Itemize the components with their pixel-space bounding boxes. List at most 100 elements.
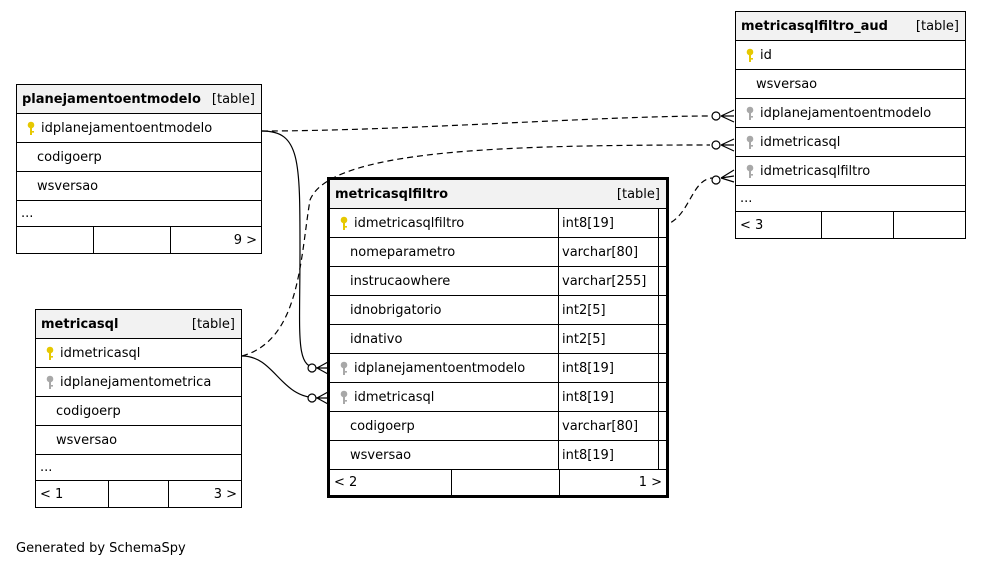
column-name: instrucaowhere — [350, 273, 451, 289]
column-name: idmetricasql — [760, 134, 841, 150]
fk-line-filtro-to-aud — [661, 177, 713, 227]
column-name: wsversao — [350, 447, 412, 463]
crowfoot-filtro-metricasql — [307, 391, 329, 405]
table-type: [table] — [191, 316, 235, 332]
column-type: int8[19] — [558, 354, 658, 382]
more-columns: ... — [736, 186, 965, 212]
column-name: idmetricasqlfiltro — [760, 163, 871, 179]
column-row[interactable]: idmetricasql — [36, 339, 241, 368]
column-row[interactable]: codigoerp — [17, 143, 261, 172]
column-name: codigoerp — [56, 403, 121, 419]
footer-cell-children-count[interactable]: 3 > — [213, 486, 237, 502]
column-row[interactable]: idplanejamentoentmodelo — [736, 99, 965, 128]
column-type: varchar[80] — [558, 238, 658, 266]
foreign-key-icon — [740, 135, 760, 150]
footer-cell — [94, 227, 171, 253]
footer-cell — [17, 227, 94, 253]
footer-cell-children-count[interactable]: 1 > — [638, 475, 662, 490]
table-type: [table] — [211, 91, 255, 107]
column-type: int2[5] — [558, 325, 658, 353]
table-type: [table] — [915, 18, 959, 34]
column-name: codigoerp — [350, 418, 415, 434]
column-row[interactable]: idmetricasqlfiltro — [736, 157, 965, 186]
column-row[interactable]: nomeparametro varchar[80] — [330, 238, 666, 267]
column-row[interactable]: codigoerp varchar[80] — [330, 412, 666, 441]
primary-key-icon — [740, 48, 760, 63]
fk-line-pem-to-filtro — [261, 130, 319, 369]
column-name: wsversao — [37, 178, 99, 194]
foreign-key-icon — [740, 164, 760, 179]
column-row[interactable]: idmetricasql int8[19] — [330, 383, 666, 412]
crowfoot-aud-metricasql — [711, 138, 735, 152]
table-name: metricasqlfiltro_aud — [741, 18, 888, 34]
column-name: codigoerp — [37, 149, 102, 165]
column-name: nomeparametro — [350, 244, 456, 260]
footer-cell — [822, 212, 894, 238]
column-name: idplanejamentometrica — [60, 374, 212, 390]
column-row[interactable]: idplanejamentoentmodelo — [17, 114, 261, 143]
more-columns: ... — [36, 455, 241, 481]
table-header: metricasqlfiltro [table] — [330, 180, 666, 209]
table-footer: < 3 — [736, 212, 965, 238]
footer-cell — [109, 481, 169, 507]
footer-cell — [894, 212, 965, 238]
table-type: [table] — [616, 186, 660, 202]
column-row[interactable]: wsversao int8[19] — [330, 441, 666, 470]
column-name: idmetricasql — [354, 389, 435, 405]
footer-cell-parents-count[interactable]: < 3 — [736, 212, 822, 238]
column-name: id — [760, 47, 772, 63]
primary-key-icon — [40, 346, 60, 361]
footer-cell-children-count[interactable]: 9 > — [233, 232, 257, 248]
column-name: wsversao — [756, 76, 818, 92]
column-type: varchar[255] — [558, 267, 658, 295]
column-type: int8[19] — [558, 383, 658, 411]
foreign-key-icon — [740, 106, 760, 121]
table-header: planejamentoentmodelo [table] — [17, 85, 261, 114]
column-name: wsversao — [56, 432, 118, 448]
column-row[interactable]: id — [736, 41, 965, 70]
table-planejamentoentmodelo[interactable]: planejamentoentmodelo [table] idplanejam… — [16, 84, 262, 254]
column-name: idplanejamentoentmodelo — [760, 105, 932, 121]
column-name: idmetricasqlfiltro — [354, 215, 465, 231]
column-type: varchar[80] — [558, 412, 658, 440]
table-footer: < 1 3 > — [36, 481, 241, 507]
column-type: int8[19] — [558, 441, 658, 469]
table-header: metricasql [table] — [36, 310, 241, 339]
primary-key-icon — [334, 216, 354, 231]
column-row[interactable]: idplanejamentometrica — [36, 368, 241, 397]
more-columns: ... — [17, 201, 261, 227]
column-row[interactable]: wsversao — [17, 172, 261, 201]
footer-cell-parents-count[interactable]: < 2 — [330, 470, 452, 495]
column-type: int2[5] — [558, 296, 658, 324]
column-row[interactable]: wsversao — [736, 70, 965, 99]
crowfoot-filtro-pem — [307, 361, 329, 375]
table-metricasql[interactable]: metricasql [table] idmetricasql idplaneja… — [35, 309, 242, 508]
column-name: idmetricasql — [60, 345, 141, 361]
foreign-key-icon — [334, 361, 354, 376]
table-name: planejamentoentmodelo — [22, 91, 201, 107]
table-footer: < 2 1 > — [330, 470, 666, 495]
primary-key-icon — [21, 121, 41, 136]
column-row[interactable]: idmetricasql — [736, 128, 965, 157]
table-header: metricasqlfiltro_aud [table] — [736, 12, 965, 41]
footer-cell — [452, 470, 560, 495]
table-name: metricasqlfiltro — [335, 186, 449, 202]
column-row[interactable]: codigoerp — [36, 397, 241, 426]
column-row[interactable]: instrucaowhere varchar[255] — [330, 267, 666, 296]
column-row[interactable]: idmetricasqlfiltro int8[19] — [330, 209, 666, 238]
table-metricasqlfiltro[interactable]: metricasqlfiltro [table] idmetricasqlfil… — [327, 177, 669, 498]
footer-cell-parents-count[interactable]: < 1 — [36, 481, 109, 507]
column-name: idplanejamentoentmodelo — [354, 360, 526, 376]
fk-line-metricasql-to-filtro — [241, 355, 319, 399]
table-footer: 9 > — [17, 227, 261, 253]
column-type: int8[19] — [558, 209, 658, 237]
column-row[interactable]: idplanejamentoentmodelo int8[19] — [330, 354, 666, 383]
table-metricasqlfiltro-aud[interactable]: metricasqlfiltro_aud [table] id wsversao i… — [735, 11, 966, 239]
fk-line-pem-to-aud — [261, 115, 711, 132]
foreign-key-icon — [334, 390, 354, 405]
column-row[interactable]: wsversao — [36, 426, 241, 455]
generated-by-label: Generated by SchemaSpy — [16, 541, 186, 556]
foreign-key-icon — [40, 375, 60, 390]
